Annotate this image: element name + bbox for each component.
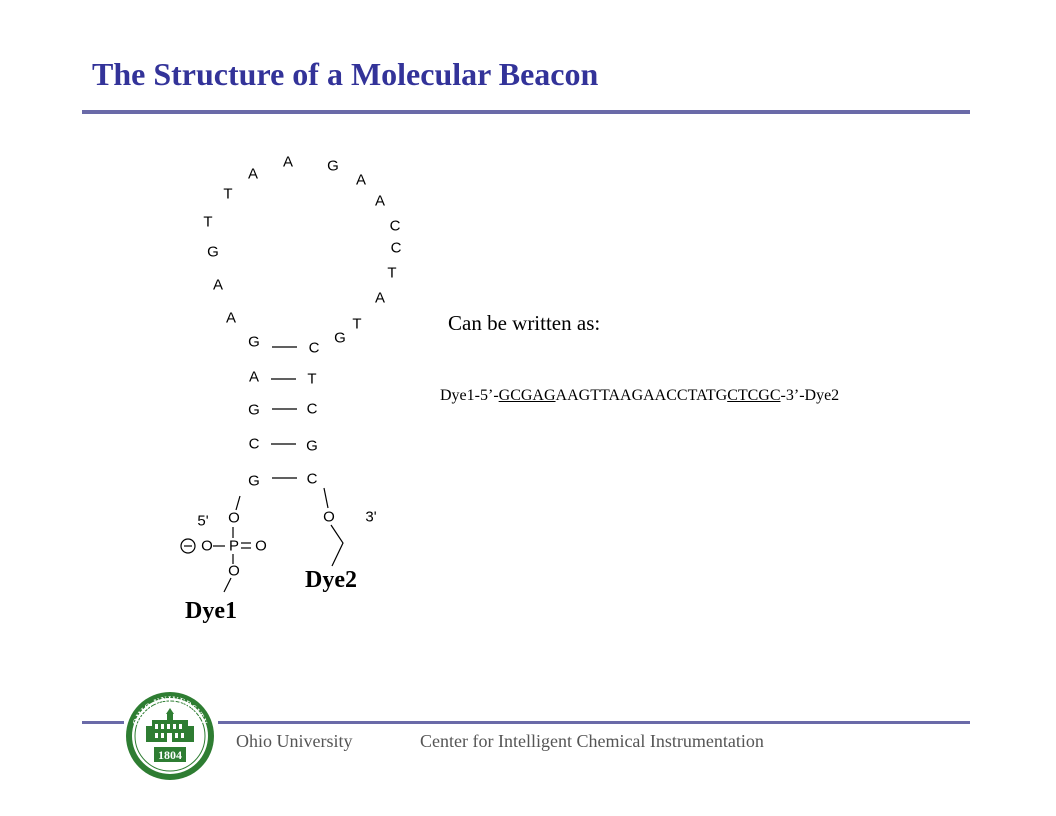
stem-base-left: C	[248, 435, 260, 453]
footer-university: Ohio University	[236, 731, 353, 751]
phosphate-o-top: O	[228, 509, 240, 527]
title-underline	[82, 110, 970, 114]
o-to-dye2-chain	[330, 524, 344, 567]
three-prime-o: O	[323, 508, 335, 526]
footer-rule-right	[218, 721, 970, 724]
loop-base: T	[203, 213, 213, 231]
dye1-label: Dye1	[185, 598, 237, 624]
sequence-loop: AAGTTAAGAACCTATG	[555, 387, 728, 404]
stem-base-right: G	[306, 437, 318, 455]
seal-year: 1804	[158, 748, 182, 762]
dye2-label: Dye2	[305, 567, 357, 593]
sequence-text: Dye1-5’-GCGAGAAGTTAAGAACCTATGCTCGC-3’-Dy…	[440, 387, 839, 405]
footer-rule-left	[82, 721, 124, 724]
phosphate-o-bottom: O	[228, 562, 240, 580]
loop-base: T	[223, 185, 233, 203]
loop-base: G	[207, 243, 219, 261]
five-prime-label: 5'	[197, 512, 209, 530]
stem-base-left: A	[248, 368, 260, 386]
three-prime-label: 3'	[365, 508, 377, 526]
loop-base: G	[327, 157, 339, 175]
stem-base-right: C	[306, 470, 318, 488]
stem-base-right: C	[306, 400, 318, 418]
g-to-o-bond	[235, 495, 241, 511]
stem-base-left: G	[248, 333, 260, 351]
footer-center-name: Center for Intelligent Chemical Instrume…	[420, 731, 764, 751]
phosphate-o-right: O	[255, 537, 267, 555]
loop-base: C	[390, 239, 402, 257]
page-title: The Structure of a Molecular Beacon	[92, 56, 599, 92]
o-to-dye1-bond	[223, 577, 232, 593]
loop-base: A	[212, 276, 224, 294]
loop-base: T	[352, 315, 362, 333]
loop-base: A	[282, 153, 294, 171]
written-as-label: Can be written as:	[448, 311, 601, 335]
phosphate-p: P	[228, 537, 240, 555]
loop-base: A	[247, 165, 259, 183]
loop-base: A	[374, 289, 386, 307]
loop-base: C	[389, 217, 401, 235]
loop-base: A	[355, 171, 367, 189]
loop-base: A	[225, 309, 237, 327]
loop-base: G	[334, 329, 346, 347]
sequence-suffix: -3’-Dye2	[780, 387, 840, 404]
sequence-stem-3: CTCGC	[727, 387, 781, 404]
negative-charge-circle	[180, 538, 196, 554]
loop-base: T	[387, 264, 397, 282]
stem-base-right: T	[307, 370, 317, 388]
ohio-university-seal-icon: OHIO UNIVERSITY 1804	[126, 692, 214, 780]
stem-base-left: G	[248, 472, 260, 490]
loop-base: A	[374, 192, 386, 210]
stem-base-right: C	[308, 339, 320, 357]
phosphate-o-left: O	[201, 537, 213, 555]
c-to-o-bond	[323, 487, 329, 509]
sequence-stem-5: GCGAG	[498, 387, 556, 404]
stem-base-left: G	[248, 401, 260, 419]
sequence-prefix: Dye1-5’-	[440, 387, 499, 404]
